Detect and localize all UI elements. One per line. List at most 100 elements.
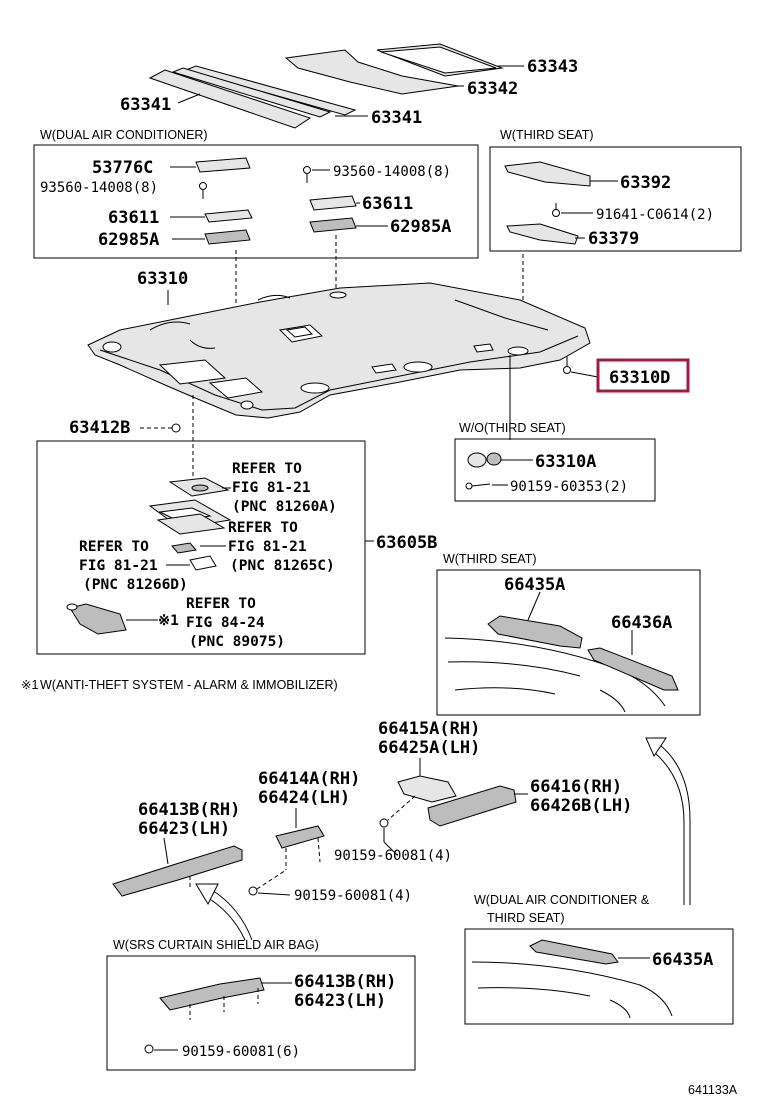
part-label-63310D: 63310D [609, 368, 670, 388]
part-63392-shape [504, 161, 591, 187]
part-63379-shape [506, 223, 579, 245]
part-label-63611-left: 63611 [108, 208, 159, 228]
anti-theft-mark: ※1 [21, 678, 38, 692]
part-66416-shape [427, 785, 517, 827]
lens-shape [171, 542, 197, 554]
bracket-66415a-shape [397, 775, 457, 803]
pad-63341-strip-a [184, 65, 357, 116]
part-label-93560-left: 93560-14008(8) [40, 180, 158, 196]
caption-third-seat-mid: W(THIRD SEAT) [443, 552, 537, 566]
part-63611-left-shape [204, 209, 253, 223]
part-label-66435A-box: 66435A [652, 950, 713, 970]
group-box-third-seat-mid [436, 569, 701, 716]
part-label-63341-left: 63341 [120, 95, 171, 115]
map-lamp-shape [168, 477, 230, 497]
refer-2-line-1: REFER TO [228, 520, 298, 536]
part-label-66416: 66416(RH) [530, 777, 622, 797]
part-label-53776C: 53776C [92, 158, 153, 178]
part-53776c-shape [195, 157, 251, 173]
refer-1-line-2: FIG 81-21 [232, 480, 311, 496]
caption-dual-air-third-line-2: THIRD SEAT) [487, 911, 565, 925]
screw-icon [552, 203, 560, 217]
part-66413b-box-shape [159, 977, 265, 1011]
part-66413b-shape [112, 845, 243, 897]
screw-icon [465, 482, 491, 490]
part-label-63310: 63310 [137, 269, 188, 289]
part-label-66425A: 66425A(LH) [378, 738, 480, 758]
part-label-63605B: 63605B [376, 533, 437, 553]
figure-number: 641133A [688, 1083, 738, 1097]
caption-wo-third-seat: W/O(THIRD SEAT) [459, 421, 566, 435]
part-label-63310A: 63310A [535, 452, 596, 472]
refer-4-line-3: (PNC 89075) [189, 634, 285, 650]
refer-4-line-1: REFER TO [186, 596, 256, 612]
part-label-63341-right: 63341 [371, 108, 422, 128]
refer-4-mark: ※1 [158, 613, 179, 629]
part-label-62985A-left: 62985A [98, 230, 159, 250]
group-box-dual-air-third [464, 928, 734, 1025]
screw-icon [379, 818, 389, 828]
part-label-66426B: 66426B(LH) [530, 796, 632, 816]
part-label-66415A: 66415A(RH) [378, 719, 480, 739]
roof-outline-low [471, 961, 673, 1019]
group-box-refer [36, 440, 366, 655]
caption-dual-air-conditioner: W(DUAL AIR CONDITIONER) [40, 128, 208, 142]
part-62985a-left-shape [204, 229, 251, 245]
refer-4-line-2: FIG 84-24 [186, 615, 265, 631]
part-label-66423-box: 66423(LH) [294, 991, 386, 1011]
pad-63341-strip-b [148, 69, 312, 129]
part-66435a-shape [487, 615, 583, 649]
part-label-90159-60081-mid: 90159-60081(4) [334, 848, 452, 864]
refer-3-line-3: (PNC 81266D) [83, 577, 188, 593]
refer-2-line-2: FIG 81-21 [228, 539, 307, 555]
refer-3-line-1: REFER TO [79, 539, 149, 555]
refer-1-line-1: REFER TO [232, 461, 302, 477]
part-label-90159-60081-box: 90159-60081(6) [182, 1044, 300, 1060]
screw-icon [563, 356, 571, 374]
group-box-third-seat-top [489, 146, 742, 252]
part-label-63379: 63379 [588, 229, 639, 249]
part-label-90159-60081-low: 90159-60081(4) [294, 888, 412, 904]
sensor-module-shape [66, 603, 127, 635]
part-66436a-shape [587, 647, 679, 691]
part-label-63392: 63392 [620, 173, 671, 193]
refer-2-line-3: (PNC 81265C) [230, 558, 335, 574]
part-63611-right-shape [309, 195, 357, 211]
part-label-66414A: 66414A(RH) [258, 769, 360, 789]
group-box-wo-third-seat [454, 438, 656, 502]
screw-icon [144, 1044, 154, 1054]
group-box-srs-curtain [106, 955, 416, 1071]
screw-icon [248, 886, 258, 896]
refer-3-line-2: FIG 81-21 [79, 558, 158, 574]
clip-icon [467, 452, 502, 468]
part-label-63343: 63343 [527, 57, 578, 77]
part-label-63611-right: 63611 [362, 194, 413, 214]
part-label-63412B: 63412B [69, 418, 130, 438]
part-label-63342: 63342 [467, 79, 518, 99]
pad-63343 [376, 43, 504, 77]
roof-outline-mid [444, 637, 666, 713]
part-label-91641: 91641-C0614(2) [596, 207, 714, 223]
highlight-box-63310D [596, 358, 690, 393]
part-label-90159-60353: 90159-60353(2) [510, 479, 628, 495]
part-label-66424: 66424(LH) [258, 788, 350, 808]
caption-dual-air-third-line-1: W(DUAL AIR CONDITIONER & [474, 893, 650, 907]
headliner-63310 [87, 282, 591, 419]
screw-icon [303, 166, 311, 183]
clip-icon [171, 423, 181, 433]
caption-srs-curtain: W(SRS CURTAIN SHIELD AIR BAG) [113, 938, 319, 952]
caption-third-seat-top: W(THIRD SEAT) [500, 128, 594, 142]
part-label-66423: 66423(LH) [138, 819, 230, 839]
arrow-up-icon [645, 737, 691, 905]
part-label-66413B-box: 66413B(RH) [294, 972, 396, 992]
part-label-66413B: 66413B(RH) [138, 800, 240, 820]
part-label-66435A-top: 66435A [504, 575, 565, 595]
arrow-up-icon [195, 883, 253, 941]
part-label-66436A: 66436A [611, 613, 672, 633]
cover-shape [189, 555, 217, 571]
part-label-62985A-right: 62985A [390, 217, 451, 237]
part-66435a-low-shape [529, 939, 619, 965]
group-box-dual-air [33, 144, 479, 259]
part-label-93560-right: 93560-14008(8) [333, 164, 451, 180]
